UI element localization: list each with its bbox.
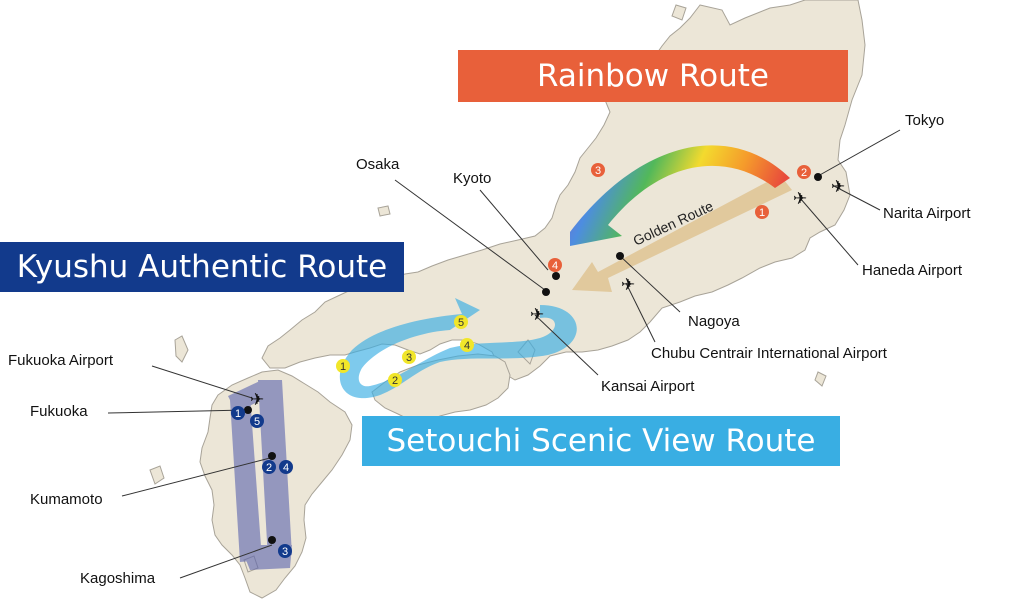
setouchi-stop-number: 4	[464, 340, 470, 352]
place-label-kagoshima: Kagoshima	[80, 570, 156, 587]
place-label-osaka: Osaka	[356, 156, 400, 173]
setouchi-route-title: Setouchi Scenic View Route	[386, 423, 816, 459]
kyushu-stop-marker	[262, 460, 276, 474]
place-label-fukuoka-airport: Fukuoka Airport	[8, 352, 114, 369]
setouchi-stop-marker	[336, 359, 350, 373]
island-tsushima	[174, 335, 189, 363]
kyushu-stop-marker	[250, 414, 264, 428]
city-dots	[244, 173, 822, 544]
setouchi-stop-marker	[460, 338, 474, 352]
kyushu-stop-marker	[279, 460, 293, 474]
rainbow-stop-marker	[591, 163, 605, 177]
rainbow-route-title: Rainbow Route	[537, 58, 769, 94]
leader-lines	[107, 129, 901, 579]
rainbow-stop-marker	[797, 165, 811, 179]
rainbow-stop-number: 2	[801, 167, 807, 179]
airplane-icon: ✈	[793, 189, 807, 209]
place-label-tokyo: Tokyo	[905, 112, 945, 129]
place-label-kyoto: Kyoto	[453, 170, 492, 187]
kyushu-stop-number: 5	[254, 416, 260, 428]
place-label-kansai-airport: Kansai Airport	[601, 378, 695, 395]
rainbow-stop-number: 4	[552, 260, 558, 272]
setouchi-stop-marker	[454, 315, 468, 329]
city-dot-kagoshima	[268, 536, 276, 544]
rainbow-stop-marker	[755, 205, 769, 219]
rainbow-route-banner: Rainbow Route	[458, 50, 848, 102]
island-izu	[814, 371, 827, 387]
setouchi-stop-number: 1	[340, 361, 346, 373]
airplane-icon: ✈	[621, 275, 635, 295]
city-dot-osaka	[542, 288, 550, 296]
place-label-kumamoto: Kumamoto	[30, 491, 103, 508]
city-dot-fukuoka	[244, 406, 252, 414]
setouchi-stop-number: 5	[458, 317, 464, 329]
setouchi-route-band	[339, 298, 577, 399]
rainbow-stop-number: 1	[759, 207, 765, 219]
airplane-icon: ✈	[250, 390, 264, 410]
kyushu-stop-number: 1	[235, 408, 241, 420]
setouchi-route-banner: Setouchi Scenic View Route	[362, 416, 840, 466]
place-label-fukuoka: Fukuoka	[30, 403, 88, 420]
kyushu-stop-number: 4	[283, 462, 289, 474]
island-oki	[377, 205, 391, 217]
setouchi-stop-marker	[388, 373, 402, 387]
setouchi-stop-marker	[402, 350, 416, 364]
kyushu-stop-marker	[231, 406, 245, 420]
island-sado	[671, 4, 687, 21]
rainbow-stop-marker	[548, 258, 562, 272]
place-label-narita-airport: Narita Airport	[883, 205, 971, 222]
island-goto	[149, 465, 165, 485]
place-label-chubu-airport: Chubu Centrair International Airport	[651, 345, 887, 362]
rainbow-route-arrow	[570, 145, 790, 246]
kyushu-stop-number: 2	[266, 462, 272, 474]
place-label-haneda-airport: Haneda Airport	[862, 262, 963, 279]
kyushu-route-loop	[228, 380, 292, 570]
city-dot-kyoto	[552, 272, 560, 280]
kyushu-stop-marker	[278, 544, 292, 558]
setouchi-stop-number: 2	[392, 375, 398, 387]
setouchi-stop-number: 3	[406, 352, 412, 364]
airplane-icon: ✈	[831, 177, 845, 197]
city-dot-tokyo	[814, 173, 822, 181]
rainbow-stop-number: 3	[595, 165, 601, 177]
kyushu-stop-number: 3	[282, 546, 288, 558]
kyushu-route-banner: Kyushu Authentic Route	[0, 242, 404, 292]
city-dot-kumamoto	[268, 452, 276, 460]
kyushu-route-title: Kyushu Authentic Route	[16, 249, 388, 285]
city-dot-nagoya	[616, 252, 624, 260]
airplane-icon: ✈	[530, 305, 544, 325]
place-label-nagoya: Nagoya	[688, 313, 740, 330]
